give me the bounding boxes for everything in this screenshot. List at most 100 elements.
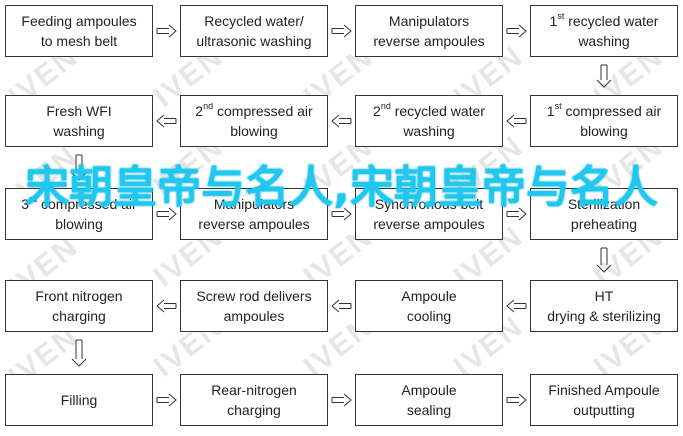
flow-arrow (331, 393, 352, 407)
step-label-line1: Synchronous belt (375, 194, 483, 214)
process-step-box: Finished Ampoule outputting (530, 374, 678, 426)
process-step-box: Front nitrogen charging (5, 280, 153, 332)
arrow-head (168, 393, 177, 407)
step-title: Finished Ampoule (548, 382, 660, 398)
flow-arrow (71, 154, 87, 181)
step-ordinal-suffix: st (557, 11, 565, 22)
arrow-head (168, 24, 177, 38)
flow-arrow (156, 299, 177, 313)
arrow-head (506, 114, 515, 128)
step-label-line1: Finished Ampoule (548, 380, 659, 400)
arrow-head (331, 299, 340, 313)
step-label-line1: Ampoule (401, 286, 456, 306)
process-step-box: Sterilization preheating (530, 188, 678, 240)
step-title: Sterilization (567, 196, 641, 212)
step-label-line1: Recycled water/ (204, 11, 304, 31)
arrow-head (596, 79, 612, 88)
step-label-line1: HT (595, 286, 614, 306)
step-label-line1: Manipulators (214, 194, 294, 214)
step-title: Recycled water/ (204, 13, 304, 29)
process-step-box: Fresh WFI washing (5, 95, 153, 147)
step-ordinal-suffix: st (554, 101, 562, 112)
step-title: Manipulators (213, 196, 295, 212)
step-title: Synchronous belt (374, 196, 484, 212)
flow-arrow (331, 114, 352, 128)
flow-arrow (506, 299, 527, 313)
step-label-line1: Front nitrogen (35, 286, 122, 306)
step-label-line1: Ampoule (401, 380, 456, 400)
step-ordinal-suffix: rd (29, 194, 38, 205)
step-title: recycled water (564, 13, 659, 29)
step-label-line2: outputting (573, 402, 635, 418)
step-label-line1: Filling (61, 390, 98, 410)
step-label-line2: ampoules (223, 308, 285, 324)
process-step-box: HT drying & sterilizing (530, 280, 678, 332)
step-ordinal: 3 (21, 196, 30, 212)
step-ordinal: 1 (549, 13, 558, 29)
step-label-line2: ultrasonic washing (196, 33, 312, 49)
step-label-line1: 3rd compressed air (21, 194, 136, 214)
step-title: compressed air (561, 103, 662, 119)
step-ordinal: 1 (546, 103, 555, 119)
arrow-head (168, 207, 177, 221)
arrow-head (156, 299, 165, 313)
arrow-head (506, 299, 515, 313)
arrow-head (156, 114, 165, 128)
step-label-line1: Sterilization (568, 194, 640, 214)
step-label-line2: cooling (406, 308, 452, 324)
flow-arrow (331, 24, 352, 38)
flow-arrow (506, 393, 527, 407)
process-step-box: Manipulators reverse ampoules (180, 188, 328, 240)
step-label-line2: reverse ampoules (373, 33, 485, 49)
flow-arrow (506, 207, 527, 221)
step-label-line2: washing (53, 123, 105, 139)
step-label-line2: drying & sterilizing (547, 308, 661, 324)
arrow-head (343, 207, 352, 221)
step-label-line2: washing (578, 33, 630, 49)
flow-arrow (596, 64, 612, 88)
arrow-head (518, 24, 527, 38)
flow-arrow (506, 24, 527, 38)
step-ordinal: 2 (195, 103, 204, 119)
flow-arrow (331, 299, 352, 313)
step-label-line2: to mesh belt (40, 33, 118, 49)
step-title: compressed air (37, 196, 137, 212)
step-label-line2: blowing (55, 216, 103, 232)
flow-arrow (156, 114, 177, 128)
flow-arrow (156, 393, 177, 407)
step-label-line1: Rear-nitrogen (211, 380, 297, 400)
flow-arrow (506, 114, 527, 128)
flow-arrow (596, 247, 612, 273)
step-label-line1: Fresh WFI (46, 101, 111, 121)
flow-arrow (156, 24, 177, 38)
arrow-head (518, 207, 527, 221)
step-title: recycled water (390, 103, 485, 119)
step-title: Filling (60, 392, 98, 408)
step-label-line1: 2nd compressed air (195, 101, 312, 121)
flow-arrow (156, 207, 177, 221)
step-label-line1: 1st compressed air (547, 101, 661, 121)
step-ordinal-suffix: nd (380, 101, 391, 112)
step-label-line2: charging (52, 308, 106, 324)
step-title: Rear-nitrogen (211, 382, 297, 398)
step-label-line1: 1st recycled water (550, 11, 659, 31)
step-label-line2: reverse ampoules (373, 216, 485, 232)
arrow-head (71, 358, 87, 367)
step-label-line2: reverse ampoules (198, 216, 310, 232)
process-step-box: Recycled water/ultrasonic washing (180, 5, 328, 57)
process-step-box: Synchronous belt reverse ampoules (355, 188, 503, 240)
arrow-head (518, 393, 527, 407)
arrow-head (596, 264, 612, 273)
flow-arrow (331, 207, 352, 221)
step-label-line1: 2nd recycled water (373, 101, 485, 121)
step-title: Manipulators (388, 13, 470, 29)
step-ordinal: 2 (373, 103, 381, 119)
arrow-head (343, 393, 352, 407)
step-label-line2: preheating (570, 216, 638, 232)
